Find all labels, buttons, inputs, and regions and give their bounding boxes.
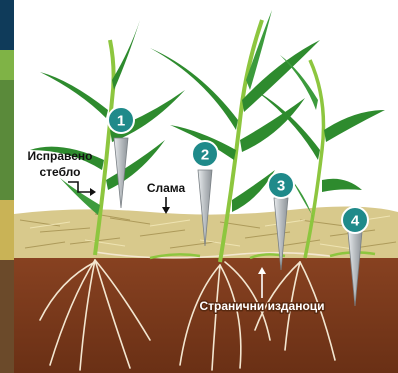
upright-stem-callout: Исправено стебло (27, 149, 96, 196)
upright-stem-label-line2: стебло (40, 165, 81, 179)
marker-badge-1: 1 (108, 107, 134, 133)
marker-number: 1 (117, 113, 125, 130)
upright-stem-label-line1: Исправено (27, 149, 92, 163)
lateral-shoots-label: Странични изданоци (199, 299, 324, 313)
straw-callout: Слама (147, 181, 186, 214)
straw-label: Слама (147, 181, 186, 195)
marker-number: 3 (277, 178, 285, 195)
marker-number: 4 (351, 213, 360, 230)
marker-badge-3: 3 (268, 172, 294, 198)
marker-badge-4: 4 (342, 207, 368, 233)
marker-badge-2: 2 (192, 141, 218, 167)
photo-strip (0, 0, 14, 373)
marker-number: 2 (201, 147, 209, 164)
